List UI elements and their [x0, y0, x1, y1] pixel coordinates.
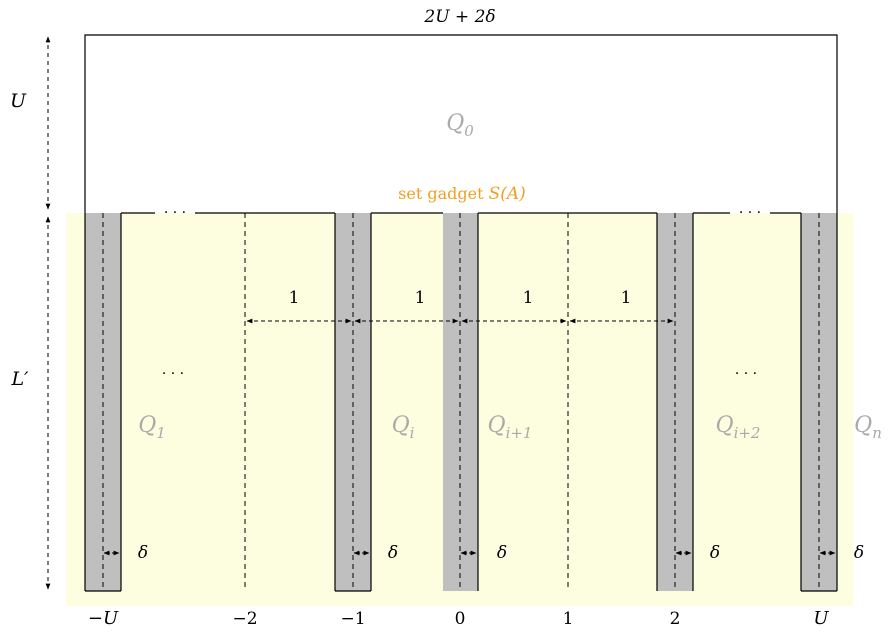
qi2-label: Qi+2 — [716, 413, 761, 442]
set-gadget-label: set gadget S(A) — [398, 184, 526, 204]
middle-dots-right: · · · — [735, 366, 757, 382]
unit-label-1: 1 — [289, 288, 300, 308]
top-dots-right: · · · — [739, 205, 761, 221]
delta-label-3: δ — [497, 543, 507, 563]
axis-label-2: 2 — [670, 609, 681, 629]
dashed-verticals — [102, 213, 820, 591]
qi1-label: Qi+1 — [488, 413, 533, 442]
unit-label-2: 1 — [415, 288, 426, 308]
l-prime-label: L′ — [11, 368, 30, 390]
axis-label-neg-u: −U — [88, 608, 119, 629]
delta-label-2: δ — [388, 543, 398, 563]
delta-label-1: δ — [138, 543, 148, 563]
delta-label-5: δ — [854, 543, 864, 563]
top-width-label: 2U + 2δ — [423, 7, 495, 27]
middle-dots-left: · · · — [162, 366, 184, 382]
q1-label: Q1 — [138, 413, 166, 442]
gadget-outline — [84, 212, 838, 592]
delta-label-4: δ — [710, 543, 720, 563]
unit-label-4: 1 — [621, 288, 632, 308]
qn-label: Qn — [854, 413, 882, 442]
axis-label-neg-1: −1 — [340, 609, 365, 629]
axis-label-u: U — [813, 608, 829, 629]
axis-label-neg-2: −2 — [232, 609, 257, 629]
q0-outline — [84, 34, 838, 213]
top-dots-left: · · · — [164, 205, 186, 221]
axis-label-1: 1 — [563, 609, 574, 629]
u-height-label: U — [10, 90, 27, 112]
q0-label: Q0 — [446, 111, 474, 140]
axis-label-0: 0 — [455, 609, 466, 629]
unit-label-3: 1 — [523, 288, 534, 308]
qi-label: Qi — [392, 413, 415, 442]
